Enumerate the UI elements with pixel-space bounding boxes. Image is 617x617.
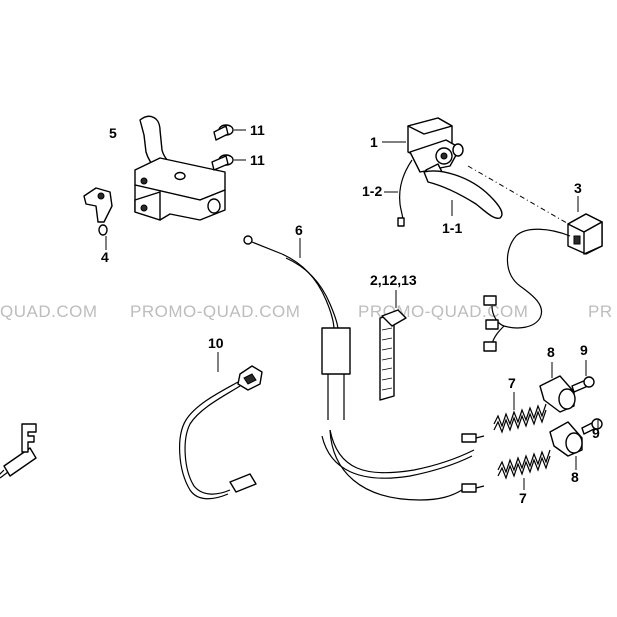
harness-connector-3 xyxy=(483,341,497,352)
callout-1: 1 xyxy=(370,134,378,150)
callout-9-upper: 9 xyxy=(580,342,588,358)
callout-7-lower: 7 xyxy=(519,490,527,506)
brake-switch-wire xyxy=(399,159,413,223)
switch-harness xyxy=(503,228,571,329)
watermark-segment-4: PR xyxy=(588,302,613,321)
throttle-cable xyxy=(243,235,485,501)
harness-connector-1 xyxy=(483,295,497,306)
screw-11-upper xyxy=(213,124,234,141)
front-direction-icon xyxy=(0,423,37,479)
assembly-centerline xyxy=(467,165,573,227)
cable-tie xyxy=(379,309,407,401)
wiring-lead xyxy=(179,365,263,500)
bolt-lower xyxy=(581,418,603,435)
callout-9-lower: 9 xyxy=(592,425,600,441)
callout-3: 3 xyxy=(574,180,582,196)
watermark-segment-1: QUAD.COM xyxy=(0,302,98,321)
callout-4: 4 xyxy=(101,249,109,265)
callout-7-upper: 7 xyxy=(508,375,516,391)
watermark-segment-2: PROMO-QUAD.COM xyxy=(130,302,300,321)
clutch-lever-bracket xyxy=(134,115,226,221)
callout-5: 5 xyxy=(109,125,117,141)
screw-11-lower xyxy=(211,154,234,171)
callout-11-lower: 11 xyxy=(250,152,265,168)
bolt-upper xyxy=(571,376,595,393)
callout-8-upper: 8 xyxy=(547,344,555,360)
callout-8-lower: 8 xyxy=(571,469,579,485)
brake-master-cylinder xyxy=(407,117,503,219)
callout-11-upper: 11 xyxy=(250,122,265,138)
brake-switch-connector xyxy=(397,217,405,227)
switch-harness-branch-1 xyxy=(491,305,505,327)
cable-end-lower xyxy=(549,421,583,457)
callout-1-1: 1-1 xyxy=(442,220,462,236)
callout-1-2: 1-2 xyxy=(362,183,382,199)
harness-connector-2 xyxy=(485,319,499,330)
watermark: QUAD.COM PROMO-QUAD.COM PROMO-QUAD.COM P… xyxy=(0,302,613,321)
spring-upper xyxy=(493,403,547,434)
spring-lower xyxy=(497,449,551,480)
clutch-switch-bracket xyxy=(83,187,113,236)
callout-2-12-13: 2,12,13 xyxy=(370,272,417,288)
cable-end-upper xyxy=(539,375,576,413)
callout-10: 10 xyxy=(208,335,224,351)
handlebar-switch xyxy=(567,213,603,255)
callout-6: 6 xyxy=(295,222,303,238)
